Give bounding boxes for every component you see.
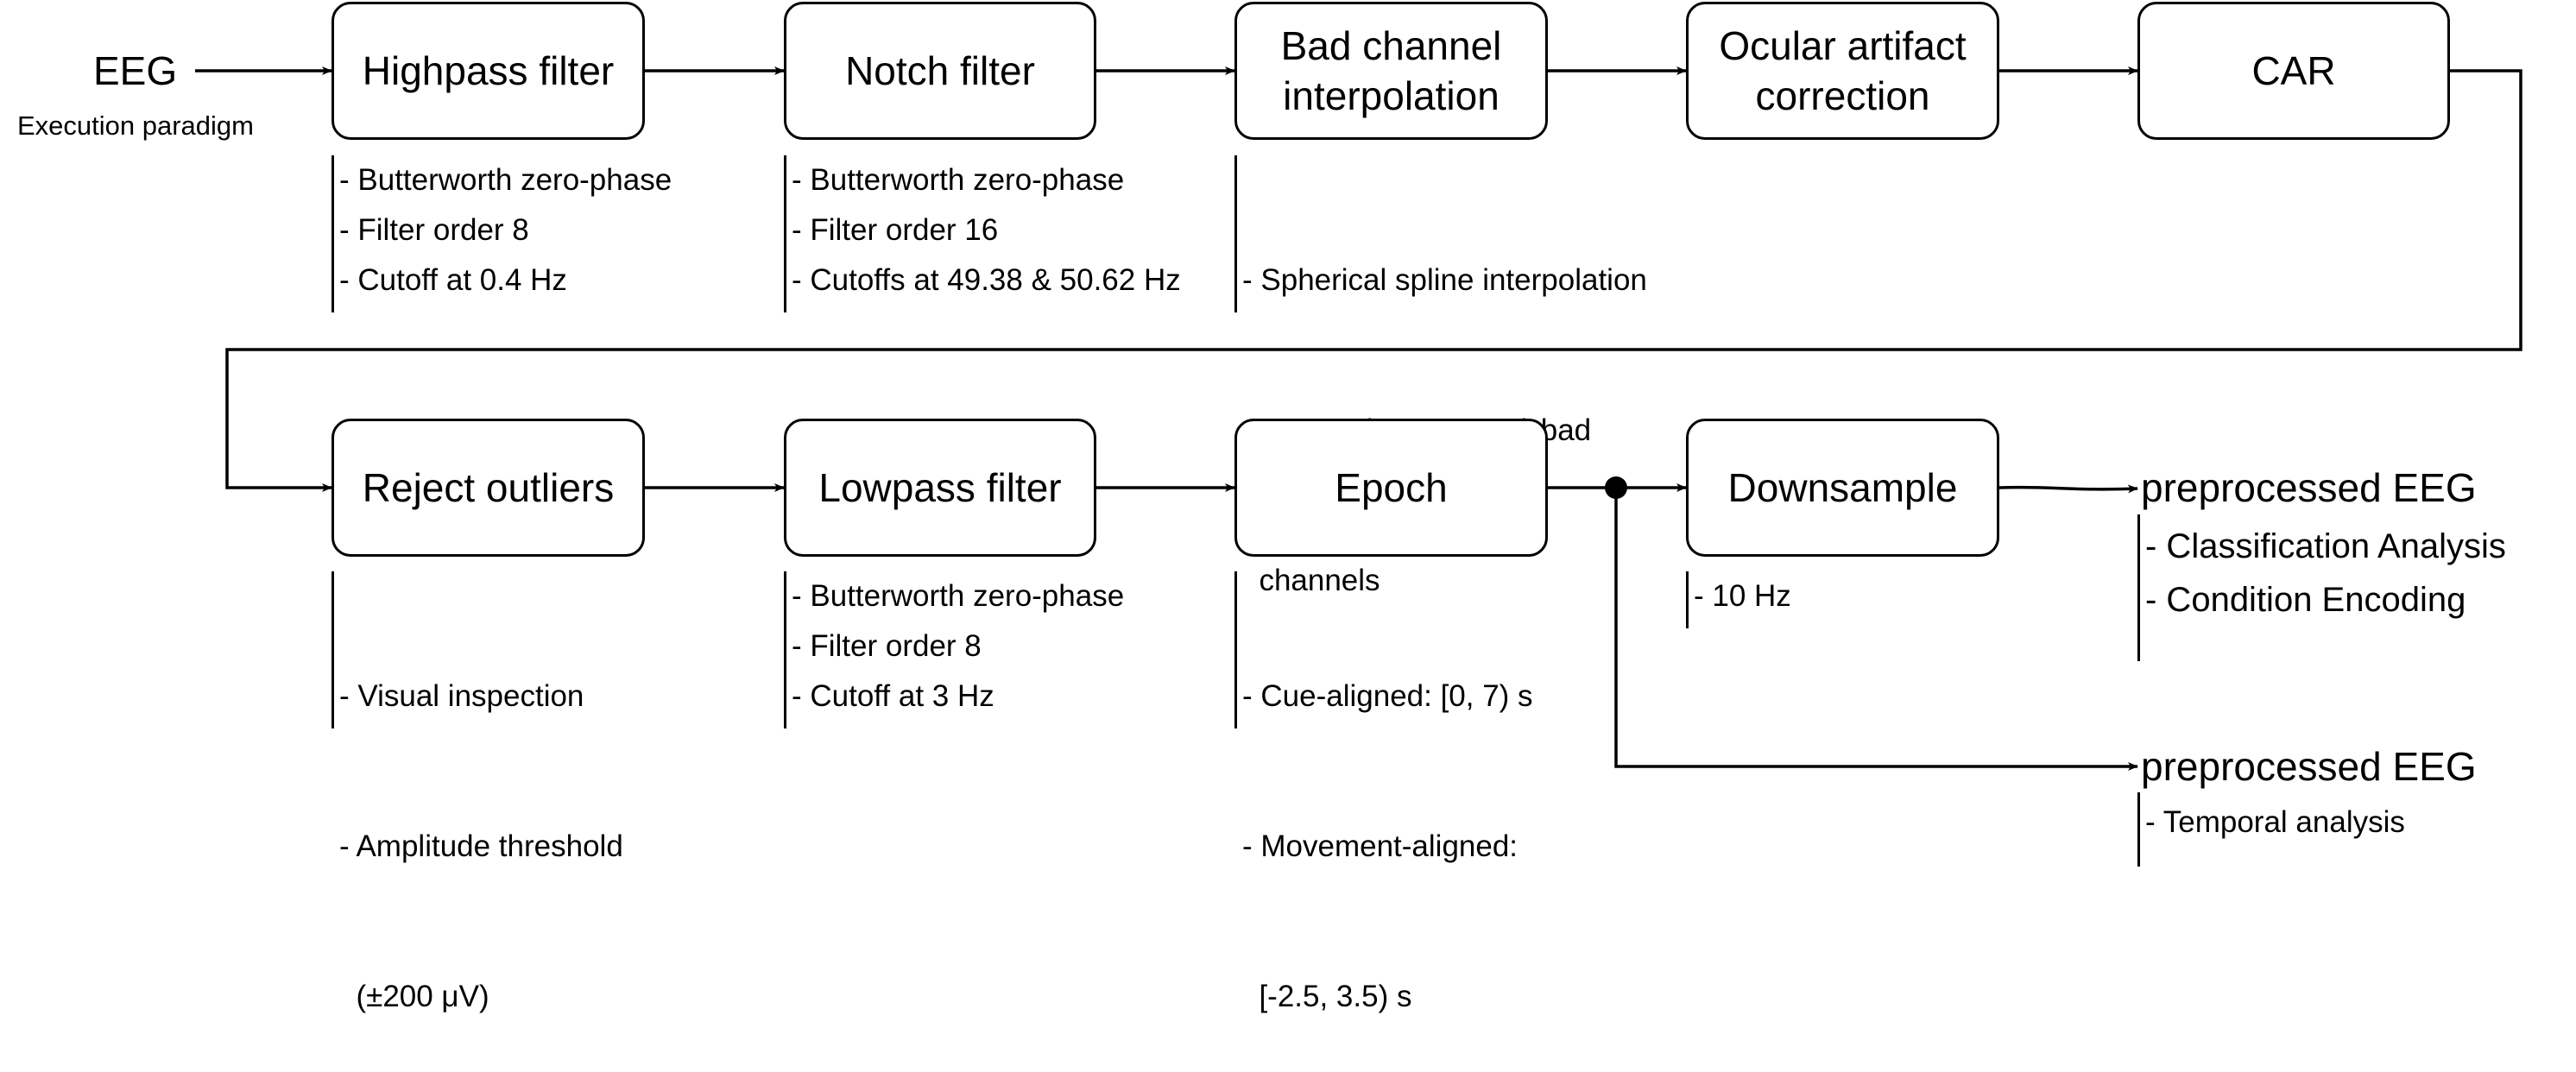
reject-outliers-notes: - Visual inspection - Amplitude threshol… xyxy=(331,571,623,1013)
note-line: - Cutoffs at 49.38 & 50.62 Hz xyxy=(792,263,1181,297)
note-line: - Butterworth zero-phase xyxy=(792,163,1125,197)
note-line: - Temporal analysis xyxy=(2145,805,2405,839)
arrow-car-to-reject xyxy=(225,69,2522,492)
bad-channel-interpolation-box: Bad channel interpolation xyxy=(1234,2,1548,140)
bad-channel-notes: - Spherical spline interpolation - 6 ± 2… xyxy=(1234,155,1647,597)
notch-filter-box: Notch filter xyxy=(784,2,1096,140)
highpass-filter-title: Highpass filter xyxy=(362,48,615,93)
highpass-filter-box: Highpass filter xyxy=(331,2,645,140)
bad-channel-title-line2: interpolation xyxy=(1283,73,1500,118)
note-line: - Amplitude threshold xyxy=(339,829,623,863)
connector-layer xyxy=(195,66,2522,771)
ocular-title-line1: Ocular artifact xyxy=(1719,23,1967,68)
downsample-box: Downsample xyxy=(1686,419,1999,557)
note-line: - Butterworth zero-phase xyxy=(792,579,1125,613)
input-paradigm-label: Execution paradigm xyxy=(17,110,254,141)
epoch-box: Epoch xyxy=(1234,419,1548,557)
car-title: CAR xyxy=(2251,48,2336,93)
ocular-artifact-correction-box: Ocular artifact correction xyxy=(1686,2,1999,140)
output-preprocessed-eeg-main: preprocessed EEG xyxy=(2141,465,2477,510)
epoch-title: Epoch xyxy=(1335,465,1448,510)
lowpass-filter-box: Lowpass filter xyxy=(784,419,1096,557)
reject-outliers-box: Reject outliers xyxy=(331,419,645,557)
lowpass-filter-notes: - Butterworth zero-phase - Filter order … xyxy=(784,571,1124,728)
highpass-filter-notes: - Butterworth zero-phase - Filter order … xyxy=(331,155,672,312)
note-line: - Spherical spline interpolation xyxy=(1242,263,1647,297)
note-line: - Classification Analysis xyxy=(2145,527,2506,565)
branch-junction-dot xyxy=(1605,476,1627,499)
ocular-title-line2: correction xyxy=(1755,73,1930,118)
arrow-downsample-to-output xyxy=(1998,484,2138,494)
note-line: - Butterworth zero-phase xyxy=(339,163,672,197)
notch-filter-title: Notch filter xyxy=(845,48,1035,93)
note-line: [-2.5, 3.5) s xyxy=(1242,980,1412,1013)
output-preprocessed-eeg-temporal: preprocessed EEG xyxy=(2141,744,2477,789)
note-line: - Visual inspection xyxy=(339,679,584,713)
arrow-branch-to-temporal xyxy=(1614,488,2138,771)
lowpass-filter-title: Lowpass filter xyxy=(818,465,1062,510)
bad-channel-title-line1: Bad channel xyxy=(1280,23,1502,68)
note-line: channels xyxy=(1242,564,1380,597)
note-line: - Cue-aligned: [0, 7) s xyxy=(1242,679,1533,713)
epoch-notes: - Cue-aligned: [0, 7) s - Movement-align… xyxy=(1234,571,1533,1013)
downsample-title: Downsample xyxy=(1727,465,1958,510)
note-line: - Cutoff at 0.4 Hz xyxy=(339,263,567,297)
note-line: - Filter order 8 xyxy=(339,213,529,247)
note-line: - Movement-aligned: xyxy=(1242,829,1518,863)
reject-outliers-title: Reject outliers xyxy=(362,465,615,510)
note-line: - 10 Hz xyxy=(1694,579,1791,613)
input-eeg-label: EEG xyxy=(93,48,178,93)
note-line: - Condition Encoding xyxy=(2145,581,2466,619)
note-line: (±200 μV) xyxy=(339,980,489,1013)
note-line: - Filter order 16 xyxy=(792,213,999,247)
downsample-notes: - 10 Hz xyxy=(1686,571,1791,628)
car-box: CAR xyxy=(2137,2,2450,140)
output-main-notes: - Classification Analysis - Condition En… xyxy=(2137,514,2506,661)
output-temporal-notes: - Temporal analysis xyxy=(2137,792,2405,867)
note-line: - Filter order 8 xyxy=(792,629,982,663)
note-line: - Cutoff at 3 Hz xyxy=(792,679,994,713)
notch-filter-notes: - Butterworth zero-phase - Filter order … xyxy=(784,155,1181,312)
